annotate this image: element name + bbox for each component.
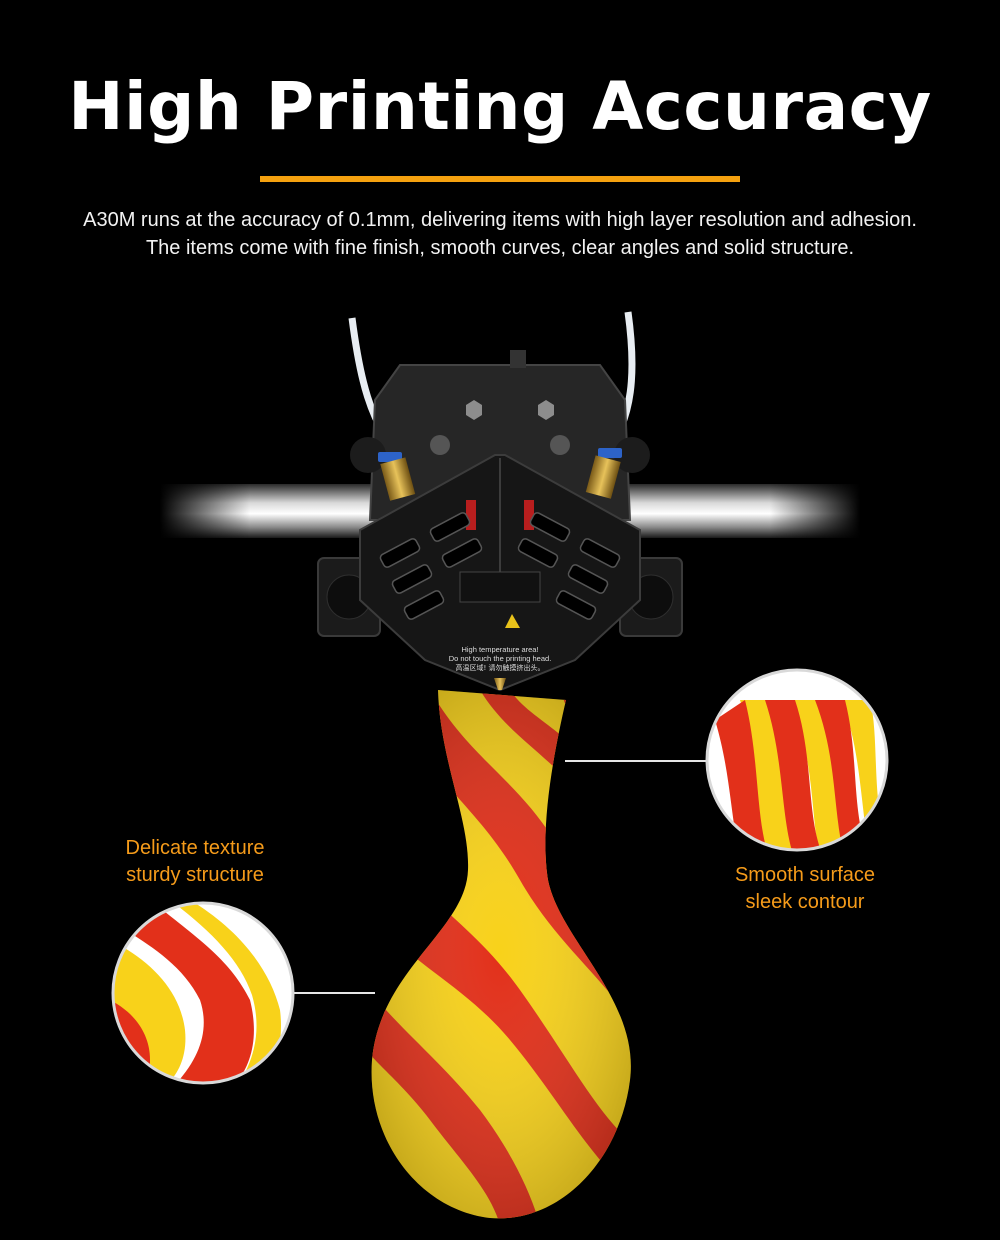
callout-left-line-1: Delicate texture xyxy=(125,837,265,859)
zoom-circle-right xyxy=(707,670,887,850)
warning-label-line-1: High temperature area! xyxy=(461,645,538,654)
warning-label-line-2: Do not touch the printing head. xyxy=(449,654,552,663)
description-line-2: The items come with fine finish, smooth … xyxy=(145,237,855,259)
description: A30M runs at the accuracy of 0.1mm, deli… xyxy=(0,206,1000,262)
title-underline xyxy=(260,176,740,182)
nozzle xyxy=(494,678,506,690)
page-title: High Printing Accuracy xyxy=(68,68,932,145)
carriage-plate xyxy=(368,364,632,521)
description-line-1: A30M runs at the accuracy of 0.1mm, deli… xyxy=(83,209,917,231)
warning-label-line-3: 高温区域! 请勿触摸挤出头。 xyxy=(455,663,544,672)
callout-left-line-2: sturdy structure xyxy=(126,864,264,886)
callout-right-line-1: Smooth surface xyxy=(734,864,876,886)
callout-right-line-2: sleek contour xyxy=(745,891,865,913)
callout-left: Delicate texture sturdy structure xyxy=(90,835,300,889)
callout-right: Smooth surface sleek contour xyxy=(700,862,910,916)
